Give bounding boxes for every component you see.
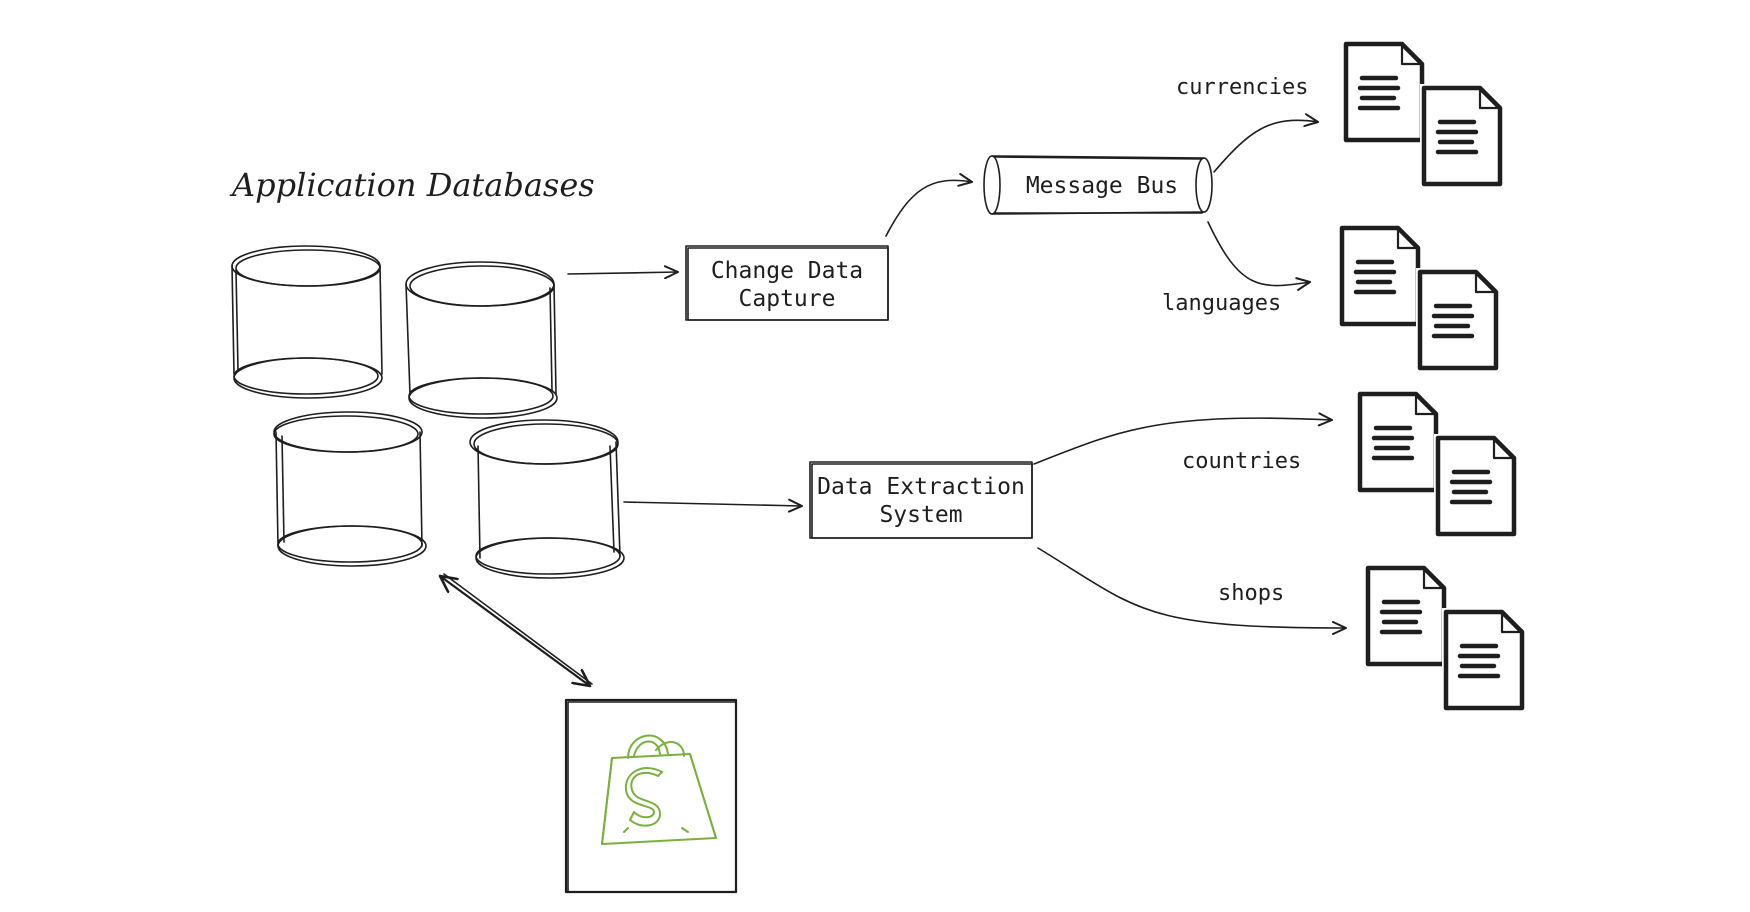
document-icon [1346,44,1502,186]
data-extraction-label-line2: System [879,502,962,528]
arrow-db-shopify-bidirectional [440,576,590,686]
database-icon [273,411,427,567]
arrow-bus-to-currencies [1213,113,1319,173]
topic-label-countries: countries [1182,449,1301,474]
document-icon [1360,394,1516,536]
database-icon [231,245,383,399]
arrow-cdc-to-bus [885,172,973,237]
shopify-bag-icon [601,734,717,845]
topic-label-shops: shops [1218,581,1284,606]
document-icon [1368,568,1524,710]
database-icon [405,261,558,419]
message-bus-pipe: Message Bus [983,155,1213,215]
arrow-bus-to-languages [1207,221,1311,291]
data-extraction-label-line1: Data Extraction [817,474,1025,500]
database-icon [469,419,625,579]
data-extraction-system-box: Data Extraction System [809,461,1033,539]
arrow-db-to-cdc [567,265,679,280]
diagram-title: Application Databases [229,166,595,204]
topic-label-languages: languages [1162,291,1281,316]
arrow-extraction-to-shops [1037,547,1347,635]
document-icon [1342,228,1498,370]
change-data-capture-label-line2: Capture [739,286,836,312]
arrow-db-to-extraction [623,498,803,513]
shopify-frame [564,698,738,894]
change-data-capture-label-line1: Change Data [711,258,863,284]
arrow-extraction-to-countries [1033,412,1333,465]
topic-label-currencies: currencies [1176,75,1308,100]
message-bus-label: Message Bus [1026,173,1178,199]
change-data-capture-box: Change Data Capture [685,245,889,321]
